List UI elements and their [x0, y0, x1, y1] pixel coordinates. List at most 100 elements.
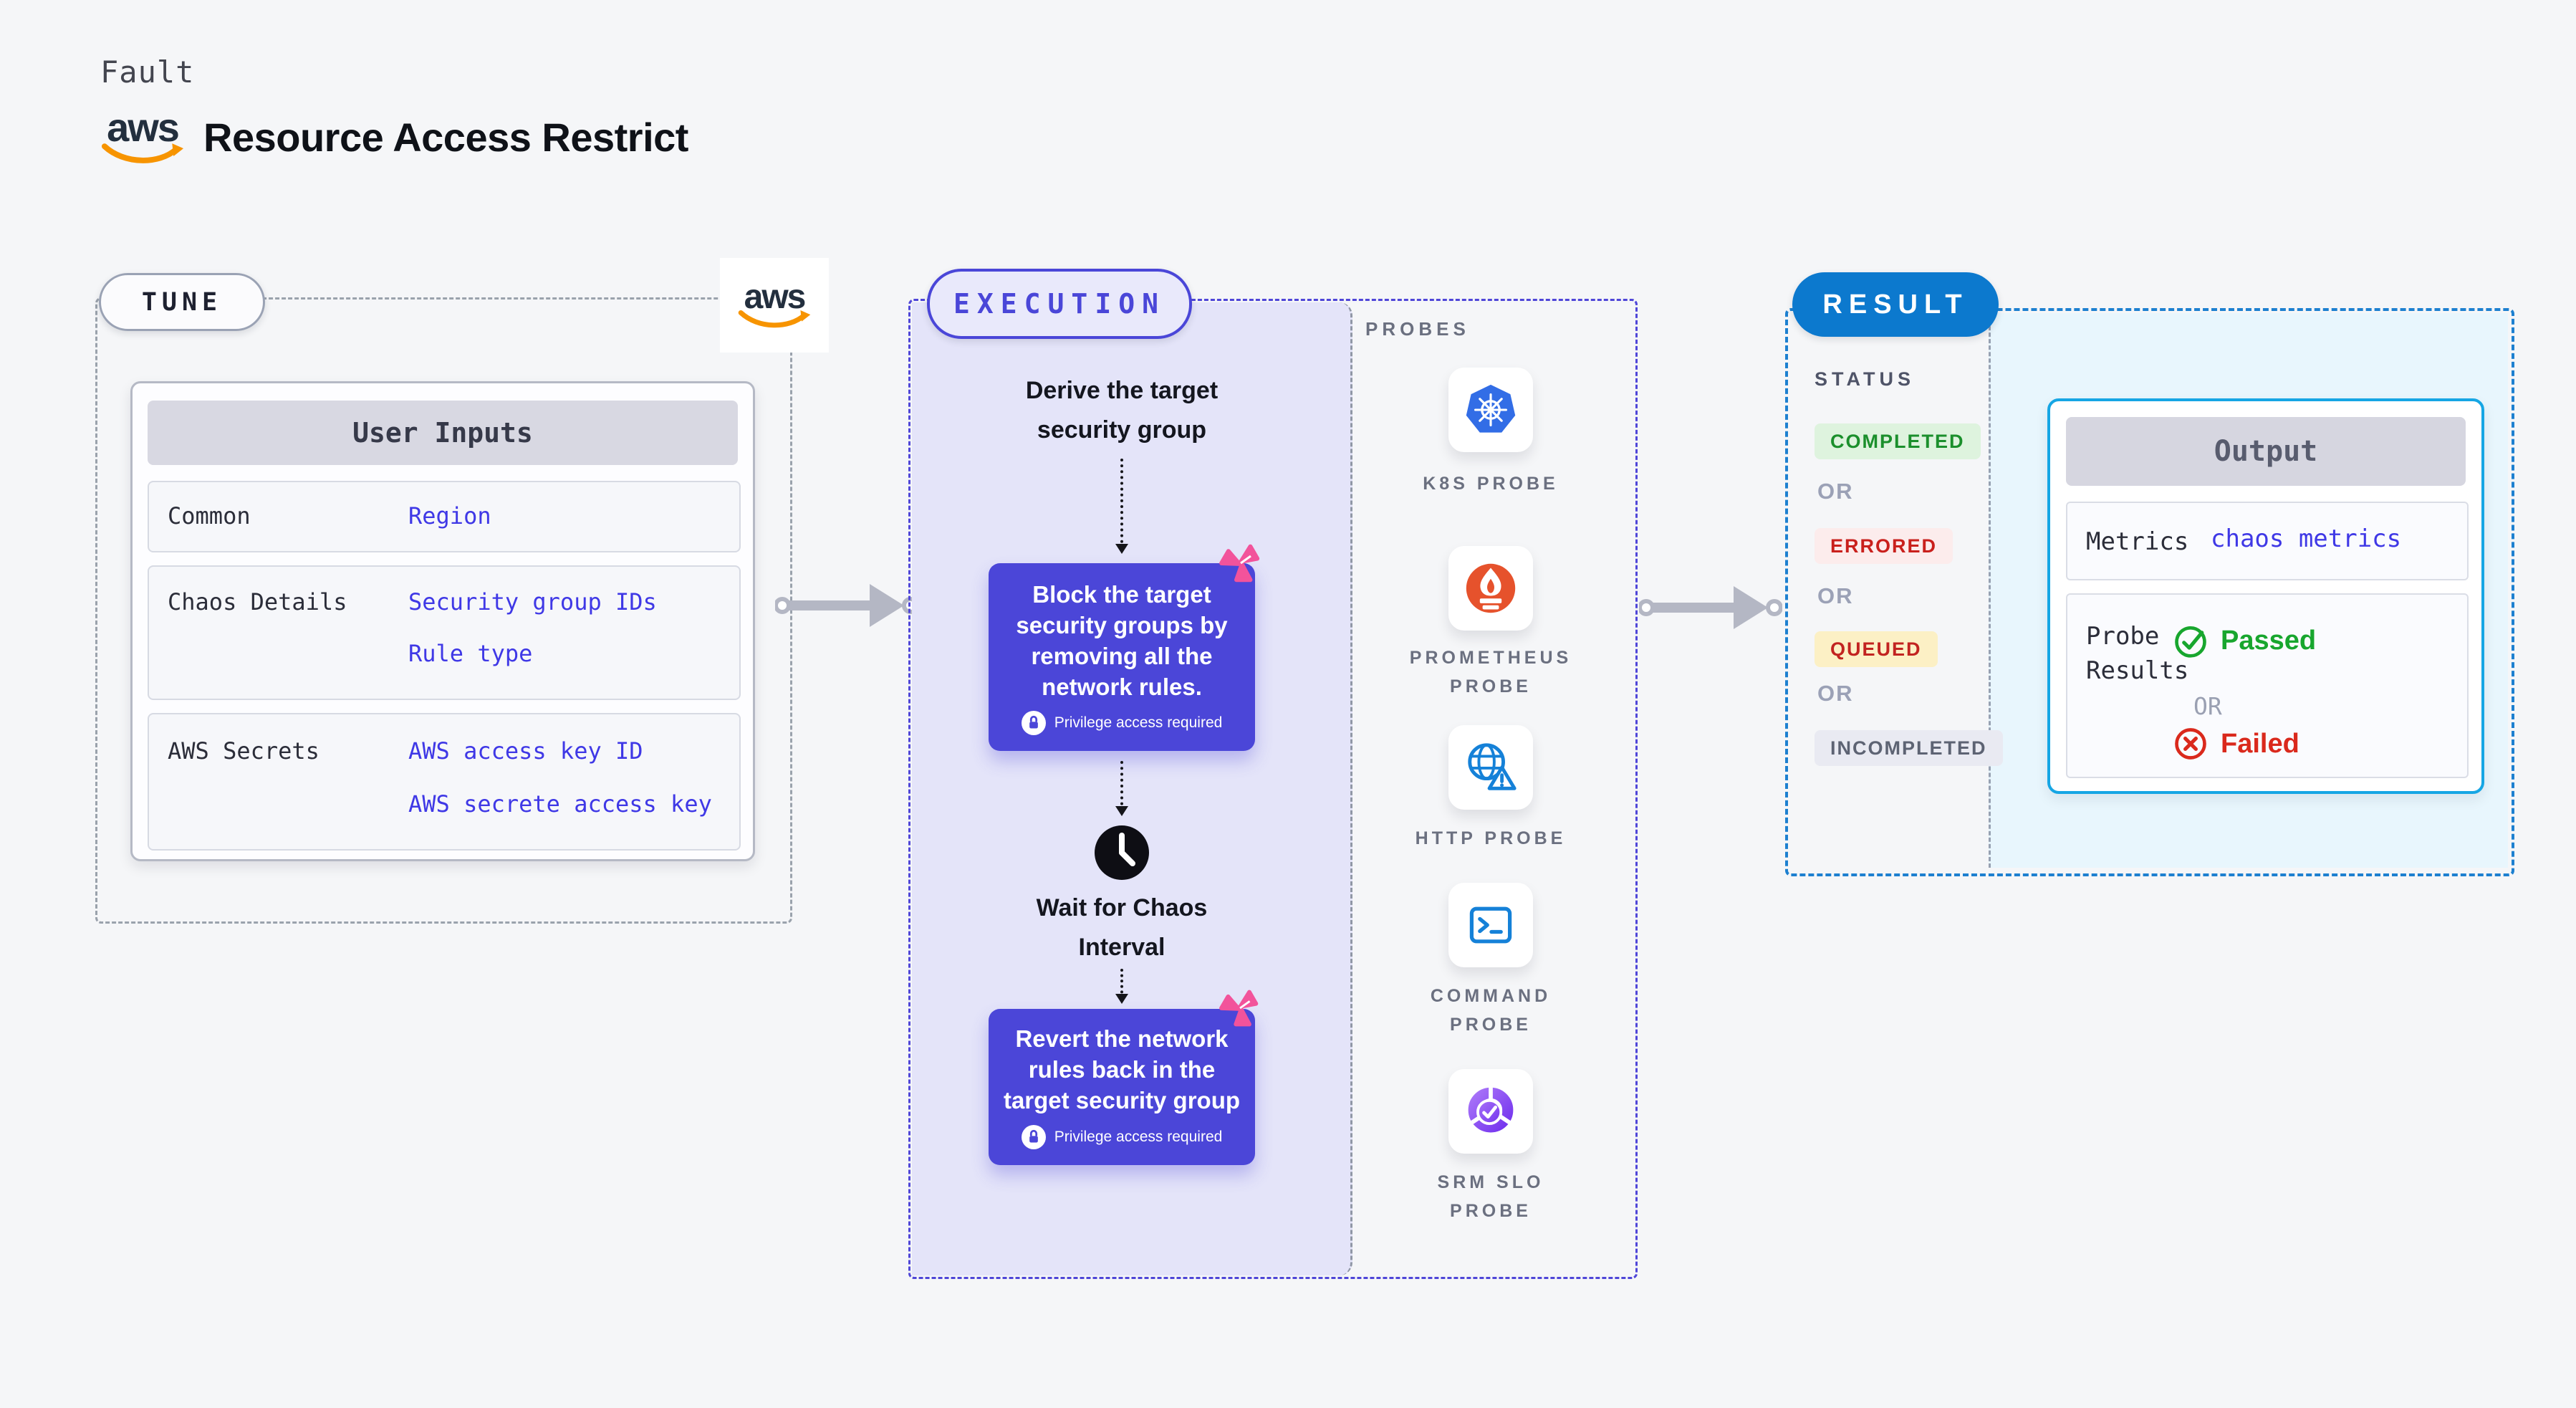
derive-step-text: Derive the target security group: [979, 371, 1265, 450]
flow-arrow-icon: [775, 584, 918, 627]
or-separator: OR: [1817, 583, 1854, 608]
execution-badge: EXECUTION: [927, 269, 1192, 339]
probe-label-srm-slo: SRM SLO PROBE: [1383, 1168, 1598, 1225]
card-line: rules back in the: [1028, 1056, 1216, 1083]
chaos-pinwheel-icon: [1219, 544, 1260, 583]
probe-results-line: Results: [2086, 656, 2189, 685]
probe-results-line: Probe: [2086, 622, 2160, 651]
status-badge-queued: QUEUED: [1815, 631, 1938, 667]
x-circle-icon: [2175, 728, 2206, 760]
status-badge-errored: ERRORED: [1815, 528, 1953, 564]
card-line: target security group: [1003, 1087, 1241, 1114]
wait-line: Wait for Chaos: [1036, 894, 1208, 921]
row-label: Chaos Details: [168, 588, 347, 616]
failed-result: Failed: [2172, 725, 2299, 762]
probe-card-prometheus: [1448, 546, 1533, 631]
page-title: Resource Access Restrict: [203, 114, 688, 160]
result-badge: RESULT: [1792, 272, 1999, 337]
row-value: Rule type: [408, 640, 533, 667]
status-badge-incompleted: INCOMPLETED: [1815, 730, 2003, 766]
passed-label: Passed: [2221, 625, 2317, 656]
aws-logo-text: aws: [107, 105, 180, 150]
privilege-text: Privilege access required: [1054, 714, 1223, 731]
probe-card-k8s: [1448, 368, 1533, 452]
probe-card-srm-slo: [1448, 1069, 1533, 1154]
row-label: AWS Secrets: [168, 737, 319, 765]
probe-label-http: HTTP PROBE: [1383, 824, 1598, 853]
or-separator: OR: [2193, 692, 2222, 720]
status-column-label: STATUS: [1815, 368, 1915, 390]
output-card: Output Metrics chaos metrics Probe Resul…: [2047, 398, 2484, 794]
dotted-connector: [1115, 969, 1128, 1004]
metrics-row: Metrics chaos metrics: [2066, 502, 2469, 580]
user-inputs-table: User Inputs Common Region Chaos Details …: [130, 381, 755, 861]
privilege-note: Privilege access required: [989, 711, 1255, 735]
probes-column-label: PROBES: [1365, 318, 1470, 340]
derive-line: security group: [1037, 416, 1207, 444]
table-row-common: Common Region: [148, 481, 741, 552]
result-section-box: [1785, 308, 2514, 876]
metrics-label: Metrics: [2086, 527, 2189, 556]
card-line: Revert the network: [1015, 1025, 1229, 1052]
or-separator: OR: [1817, 681, 1854, 706]
probe-label-line: HTTP PROBE: [1415, 828, 1567, 848]
block-step-card: Block the target security groups by remo…: [989, 563, 1255, 751]
block-step-text: Block the target security groups by remo…: [989, 579, 1255, 702]
aws-logo-icon: aws: [100, 107, 185, 166]
probe-label-line: PROBE: [1450, 676, 1532, 696]
probe-card-command: [1448, 883, 1533, 967]
output-header: Output: [2066, 417, 2466, 486]
card-line: network rules.: [1042, 674, 1202, 700]
http-globe-icon: [1468, 743, 1517, 790]
aws-swoosh-icon: [101, 143, 184, 163]
row-value: Security group IDs: [408, 588, 657, 616]
failed-label: Failed: [2221, 728, 2299, 759]
user-inputs-header: User Inputs: [148, 401, 738, 465]
probe-label-line: K8S PROBE: [1423, 474, 1559, 494]
row-value: AWS access key ID: [408, 737, 643, 765]
card-line: removing all the: [1031, 643, 1213, 669]
probe-label-prometheus: PROMETHEUS PROBE: [1383, 643, 1598, 701]
srm-slo-icon: [1468, 1086, 1514, 1133]
wait-line: Interval: [1078, 934, 1166, 961]
flow-arrow-icon: [1639, 586, 1782, 629]
revert-step-card: Revert the network rules back in the tar…: [989, 1009, 1255, 1165]
or-separator: OR: [1817, 479, 1854, 504]
probe-label-line: SRM SLO: [1437, 1172, 1544, 1192]
aws-logo-text: aws: [744, 278, 807, 316]
aws-corner-logo: aws: [720, 258, 829, 353]
lock-icon: [1021, 711, 1046, 735]
dotted-connector: [1115, 761, 1128, 816]
probe-label-command: COMMAND PROBE: [1383, 982, 1598, 1039]
probe-label-k8s: K8S PROBE: [1383, 469, 1598, 498]
tune-badge: TUNE: [99, 273, 265, 331]
wait-step-text: Wait for Chaos Interval: [979, 889, 1265, 967]
passed-result: Passed: [2172, 622, 2316, 659]
kubernetes-icon: [1466, 384, 1516, 433]
probe-label-line: PROMETHEUS: [1409, 648, 1572, 668]
probe-label-line: PROBE: [1450, 1015, 1532, 1035]
status-badge-completed: COMPLETED: [1815, 423, 1981, 459]
row-value: AWS secrete access key: [408, 790, 712, 818]
aws-swoosh-icon: [738, 310, 811, 328]
title-row: aws Resource Access Restrict: [100, 106, 688, 168]
dotted-connector: [1115, 459, 1128, 554]
clock-icon: [1095, 825, 1149, 880]
privilege-text: Privilege access required: [1054, 1129, 1223, 1145]
derive-line: Derive the target: [1025, 377, 1219, 404]
privilege-note: Privilege access required: [989, 1125, 1255, 1149]
terminal-icon: [1469, 906, 1512, 944]
prometheus-icon: [1466, 563, 1516, 613]
check-circle-icon: [2175, 626, 2206, 658]
table-row-aws-secrets: AWS Secrets AWS access key ID AWS secret…: [148, 713, 741, 851]
probe-results-row: Probe Results Passed OR Failed: [2066, 593, 2469, 778]
row-value: Region: [408, 502, 491, 530]
fault-label: Fault: [100, 54, 195, 90]
card-line: Block the target: [1032, 581, 1211, 608]
probe-results-label: Probe Results: [2086, 619, 2188, 688]
row-label: Common: [168, 502, 251, 530]
probe-label-line: COMMAND: [1430, 986, 1552, 1006]
revert-step-text: Revert the network rules back in the tar…: [989, 1023, 1255, 1116]
chaos-pinwheel-icon: [1219, 990, 1259, 1027]
